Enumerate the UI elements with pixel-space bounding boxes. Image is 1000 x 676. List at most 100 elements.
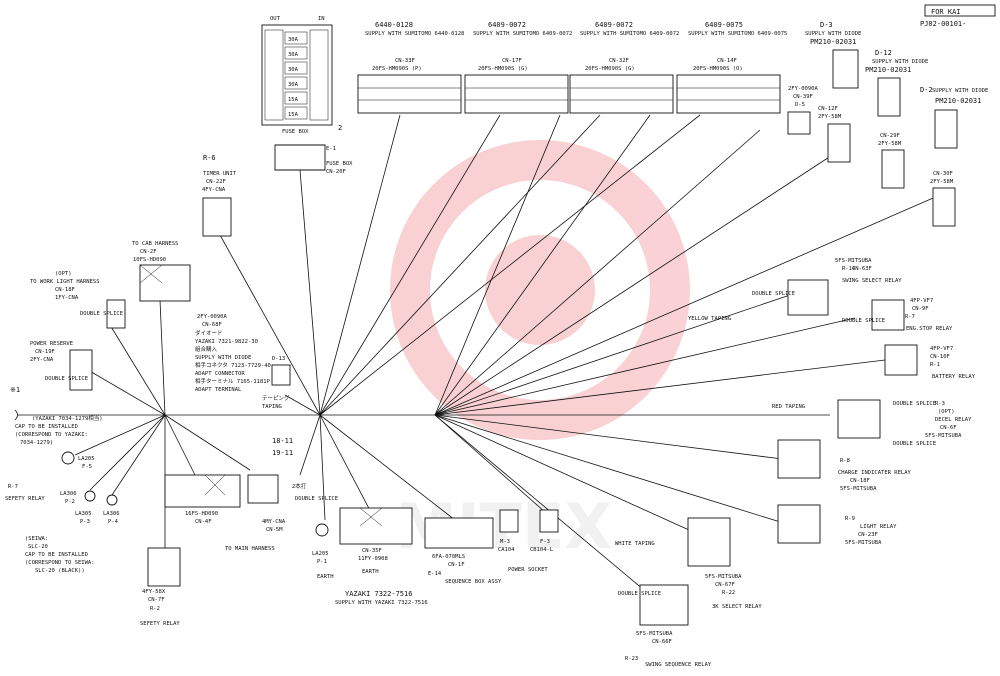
yazaki-cap-line: (YAZAKI 7034-1279相当) [32, 414, 103, 422]
d5-cn: CN-39F [793, 94, 813, 100]
wire [219, 234, 321, 416]
double-splice-label: DOUBLE SPLICE [80, 311, 123, 317]
seiwa-line: (SEIWA: [25, 536, 48, 542]
relay-r23: DOUBLE SPLICE 5FS-MITSUBA CN-66F R-23 SW… [618, 584, 712, 668]
relay-ref: R-9 [845, 516, 855, 522]
wire [434, 414, 791, 461]
relay-connector [687, 517, 731, 567]
fuse-cell [284, 46, 308, 60]
relay-type: 5FS-MITSUBA [835, 258, 872, 264]
top-connector-17f: 6409-0072 SUPPLY WITH SUMITOMO 6409-0072… [464, 21, 572, 114]
earth-terminal: LA205 P-1 EARTH [312, 523, 334, 580]
connector-pn: 6409-0072 [488, 21, 526, 29]
d5-ref: D-5 [795, 102, 805, 108]
cab-type: 10FS-HD090 [133, 257, 166, 263]
fuse-rating: 15A [288, 97, 299, 103]
cab-harness: TO CAB HARNESS CN-2F 10FS-HD090 [132, 241, 191, 302]
diode-pn: PM210-02031 [935, 97, 981, 105]
relay-type: 4FP-VF7 [910, 298, 933, 304]
diode-body [934, 109, 958, 149]
d13-connector: D-13 [271, 356, 291, 386]
work-light-cn: CN-18F [55, 287, 75, 293]
diode-body [877, 77, 901, 117]
relay-r2: 4FY-58X CN-7F R-2 SEFETY RELAY [140, 547, 181, 627]
work-light-type: 1FY-CNA [55, 295, 79, 301]
fuse-cell [284, 91, 308, 105]
relay-name: ENG.STOP RELAY [906, 326, 953, 332]
wire [319, 114, 501, 416]
diode-adapt-cn: CN-68F [202, 322, 222, 328]
wire [434, 359, 886, 416]
work-light-title: TO WORK LIGHT HARNESS [30, 279, 100, 285]
power-reserve-title: POWER RESERVE [30, 341, 73, 347]
relay-cn: CN-66F [652, 639, 672, 645]
diode-adapt-jp4: 相手ターミナル 7165-1181P [195, 377, 271, 385]
power-reserve: POWER RESERVE CN-19F 2FY-CNA DOUBLE SPLI… [30, 341, 93, 391]
wire [74, 414, 166, 456]
fuse-box-name: FUSE BOX [326, 161, 353, 167]
relay-ref: R-1 [930, 362, 940, 368]
d13-ref: D-13 [272, 356, 285, 362]
wire [434, 114, 651, 416]
header-tag-box [924, 4, 996, 17]
seiwa-line: CAP TO BE INSTALLED [25, 552, 88, 558]
main-harness-splice: DOUBLE SPLICE [295, 496, 338, 502]
connector-d5: 2FY-0090A CN-39F D-5 [787, 86, 818, 135]
diode-ref: D-2 [920, 86, 933, 94]
diode-adapt-jp3: 相手コネクタ 7123-7729-40 [195, 361, 271, 369]
header-tag: FOR KAI [931, 8, 961, 16]
timer-cn: CN-22F [206, 179, 226, 185]
cn35f-cn: CN-35F [362, 548, 382, 554]
diode-type: 2FY-58M [930, 179, 954, 185]
relay-type: 5FS-MITSUBA [845, 540, 882, 546]
fuse-in-column [309, 29, 329, 121]
double-splice-label: DOUBLE SPLICE [842, 318, 885, 324]
timer-ref: R-6 [203, 154, 216, 162]
relay-name: SWING SELECT RELAY [842, 278, 902, 284]
fuse-rating: 30A [288, 52, 299, 58]
cn35f-cross [359, 507, 383, 527]
timer-name: TIMER UNIT [203, 171, 237, 177]
connector-body [569, 74, 674, 114]
diode-type: 2FY-58M [818, 114, 842, 120]
diode-cn: CN-12F [818, 106, 838, 112]
relay-name: 3K SELECT RELAY [712, 604, 762, 610]
cn35f-body [339, 507, 413, 545]
diode-adapt-terminal: ADAPT TERMINAL [195, 387, 242, 393]
relay-cn: CN-18F [850, 478, 870, 484]
diode-pn: PM210-02031 [810, 38, 856, 46]
double-splice-label: DOUBLE SPLICE [893, 441, 936, 447]
connector-supply: SUPPLY WITH SUMITOMO 6409-0072 [473, 31, 572, 37]
diode-adapt-yazaki: YAZAKI 7321-9822-30 [195, 339, 258, 345]
relay-cn: CN-9F [912, 306, 929, 312]
d13-body [271, 364, 291, 386]
wire [284, 394, 321, 416]
cab-connector [139, 264, 191, 302]
relay-r22: 5FS-MITSUBA CN-67F R-22 3K SELECT RELAY [687, 517, 762, 610]
wire [319, 114, 401, 416]
diode-ref: D-12 [875, 49, 892, 57]
relay-cn: CN-10F [930, 354, 950, 360]
power-socket-name: POWER SOCKET [508, 567, 548, 573]
relay-cn: CN-6F [940, 425, 957, 431]
white-taping: WHITE TAPING [615, 541, 655, 547]
wire [434, 414, 651, 596]
sequence-box-type: 6FA-070MLS [432, 554, 465, 560]
safety-relay-cluster: LA205 F-5 R-7 SEFETY RELAY LA306 P-2 LA3… [5, 451, 120, 525]
r2-connector [147, 547, 181, 587]
diode-supply: SUPPLY WITH DIODE [932, 88, 988, 94]
relay-r9: R-9 LIGHT RELAY CN-23F 5FS-MITSUBA [777, 504, 897, 546]
sequence-box-connector [424, 517, 494, 549]
sequence-box-name: SEQUENCE BOX ASSY [445, 579, 502, 585]
wire [434, 194, 941, 416]
wire [109, 324, 166, 416]
relay-name: DECEL RELAY [935, 417, 972, 423]
fuse-box-ref: E-1 [326, 146, 336, 152]
relay-r8: R-8 CHARGE INDICATER RELAY CN-18F 5FS-MI… [777, 439, 912, 492]
wire [111, 414, 166, 496]
relay-connector [837, 399, 881, 439]
power-socket-ref1: M-3 [500, 539, 510, 545]
wire [159, 299, 166, 416]
connector-pn: 6409-0072 [595, 21, 633, 29]
